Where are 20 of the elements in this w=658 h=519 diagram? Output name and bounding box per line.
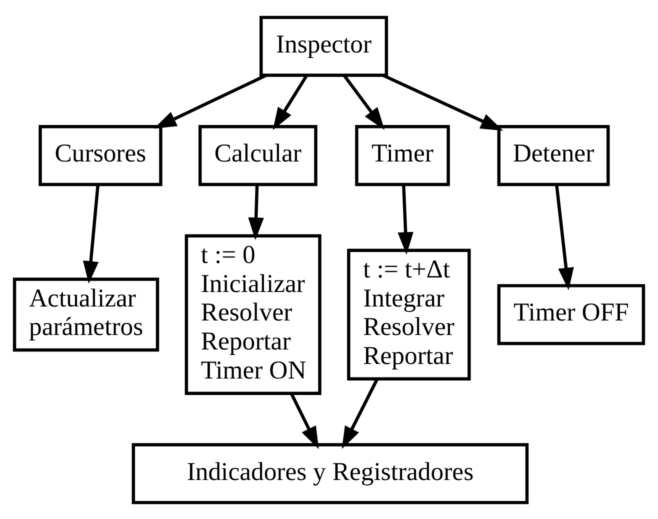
arrow: [272, 74, 308, 130]
arrow: [343, 74, 385, 130]
node-box: Cursores: [38, 124, 162, 186]
arrow: [555, 184, 574, 290]
arrow: [154, 74, 266, 128]
node-box: Inspector: [260, 15, 388, 76]
node-box: Detener: [497, 124, 610, 186]
arrow: [382, 74, 504, 130]
arrow: [290, 392, 319, 449]
arrow: [248, 184, 264, 240]
arrow: [342, 378, 379, 449]
node-box: Calcular: [198, 124, 318, 186]
node-box: t := 0 Inicializar Resolver Reportar Timer ON: [184, 234, 322, 394]
arrow: [82, 184, 100, 284]
node-box: Timer OFF: [497, 284, 646, 345]
node-box: Actualizar parámetros: [12, 277, 160, 352]
arrow: [398, 184, 414, 254]
node-box: Timer: [355, 124, 450, 186]
node-box: Indicadores y Registradores: [132, 442, 529, 504]
node-box: t := t+Δt Integrar Resolver Reportar: [347, 248, 471, 380]
